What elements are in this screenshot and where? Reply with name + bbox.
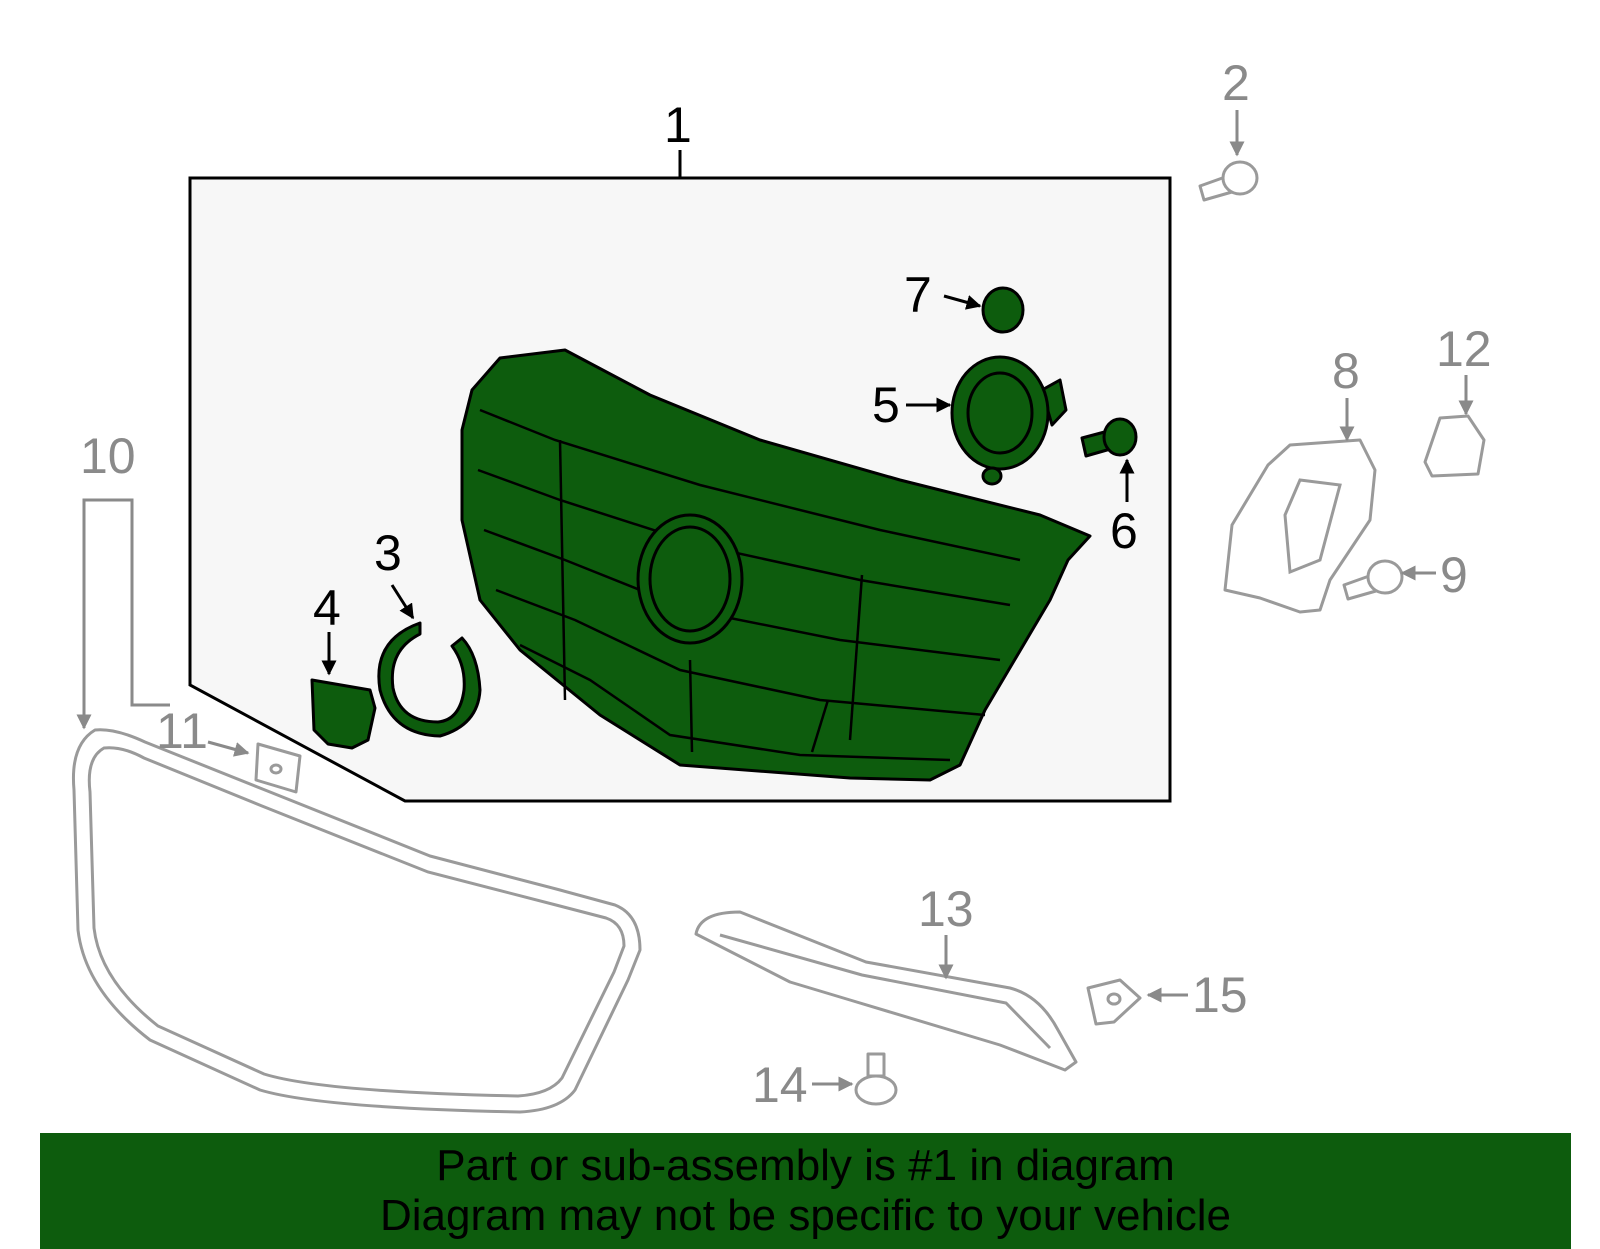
callout-8: 8: [1332, 343, 1360, 399]
part-11-clip: [254, 742, 302, 794]
part-2-bolt: [1198, 160, 1259, 202]
part-9-bolt: [1342, 559, 1404, 601]
part-15-clip: [1086, 978, 1142, 1026]
part-8-bracket-inner: [1283, 478, 1342, 575]
callout-1: 1: [664, 97, 692, 153]
callout-11-leader: [207, 740, 250, 757]
callout-3-leader: [390, 584, 415, 620]
callout-3: 3: [374, 525, 402, 581]
part-7-cap: [981, 286, 1025, 334]
info-banner: Part or sub-assembly is #1 in diagram Di…: [40, 1133, 1571, 1249]
part-14-screw: [854, 1052, 898, 1106]
callout-12: 12: [1436, 321, 1492, 377]
part-10-frame: [71, 728, 642, 1114]
part-13-molding: [694, 910, 1078, 1072]
part-4-bracket: [310, 678, 377, 750]
banner-line-1: Part or sub-assembly is #1 in diagram: [436, 1141, 1175, 1190]
callout-13: 13: [918, 881, 974, 937]
part-5-housing: [950, 355, 1068, 486]
part-12-clip: [1423, 414, 1486, 478]
callout-6: 6: [1110, 503, 1138, 559]
part-13-molding-inner: [719, 933, 1052, 1050]
callout-7: 7: [904, 267, 932, 323]
callout-14: 14: [752, 1057, 808, 1113]
callout-4: 4: [313, 580, 341, 636]
callout-11: 11: [156, 703, 208, 759]
part-3-ring: [377, 621, 482, 738]
callout-7-leader: [943, 294, 982, 310]
callout-10: 10: [80, 428, 136, 484]
part-6-screw: [1080, 417, 1138, 458]
grille: [460, 348, 1092, 782]
part-8-bracket: [1223, 438, 1377, 614]
callout-2: 2: [1222, 55, 1250, 111]
callout-15: 15: [1192, 967, 1248, 1023]
part-15-clip-hole: [1106, 992, 1122, 1006]
callout-10-bracket: [82, 498, 170, 712]
part-11-clip-hole: [269, 763, 283, 775]
callout-9: 9: [1440, 547, 1468, 603]
banner-line-2: Diagram may not be specific to your vehi…: [379, 1191, 1232, 1240]
callout-5: 5: [872, 377, 900, 433]
